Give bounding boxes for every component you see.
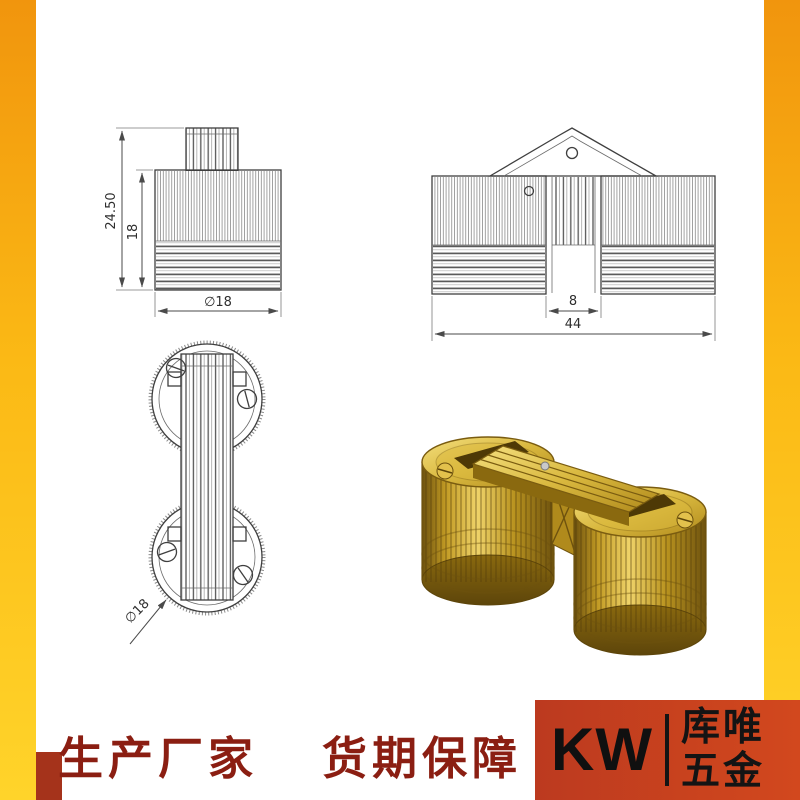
render-leaf-bridge xyxy=(471,445,661,526)
left-color-band xyxy=(0,0,36,800)
footer-slogan: 生产厂家 货期保障 xyxy=(58,722,522,787)
leaf-tab xyxy=(232,371,247,387)
assembled-view: 8 44 xyxy=(431,127,716,341)
front-view-knurl xyxy=(156,171,280,241)
slogan-delivery: 货期保障 xyxy=(322,733,523,784)
dim-body-height-label: 18 xyxy=(126,224,141,241)
leaf-tab xyxy=(167,526,182,542)
linkage-pin-hole xyxy=(565,146,579,160)
dim-diameter-label: ∅18 xyxy=(204,295,232,310)
render-screw xyxy=(676,511,694,529)
dim-total-height-label: 24.50 xyxy=(104,192,119,229)
top-view-upper-knurl-ring xyxy=(148,340,266,458)
brand-chinese-name: 库唯 五金 xyxy=(681,706,765,793)
top-view: ∅18 xyxy=(122,340,266,645)
right-color-band xyxy=(764,0,800,800)
slogan-manufacturer: 生产厂家 xyxy=(58,733,259,784)
footer: 生产厂家 货期保障 KW 库唯 五金 xyxy=(0,700,800,800)
assembled-linkage-peak xyxy=(487,127,659,177)
brand-logo-block: KW 库唯 五金 xyxy=(535,700,800,800)
screw-head xyxy=(156,541,178,563)
screw-head xyxy=(232,564,254,586)
leaf-tab xyxy=(167,371,182,387)
render-pivot-pin xyxy=(540,461,550,471)
front-view-grooves xyxy=(156,241,280,290)
assembled-leaf-stack xyxy=(552,177,595,245)
leaf-tab xyxy=(232,526,247,542)
top-view-leaf-stack xyxy=(181,354,233,600)
isometric-render xyxy=(421,436,707,656)
brand-divider xyxy=(664,714,669,786)
brand-name-line1: 库唯 xyxy=(680,706,765,750)
assembled-right-barrel xyxy=(600,175,716,295)
dim-gap-label: 8 xyxy=(569,294,577,309)
brand-name-line2: 五金 xyxy=(680,750,765,793)
screw-head xyxy=(165,357,187,379)
front-view-leaves xyxy=(186,128,238,171)
screw-head xyxy=(236,388,258,410)
footer-accent-square xyxy=(36,752,62,800)
dim-overall-width-label: 44 xyxy=(565,317,582,332)
front-view: 24.50 18 ∅18 xyxy=(104,127,282,317)
technical-drawings: 24.50 18 ∅18 8 xyxy=(104,127,716,656)
brand-kw: KW xyxy=(551,716,653,783)
front-view-body xyxy=(154,169,282,291)
barrel-pin-hole xyxy=(523,185,535,197)
render-screw xyxy=(436,462,454,480)
